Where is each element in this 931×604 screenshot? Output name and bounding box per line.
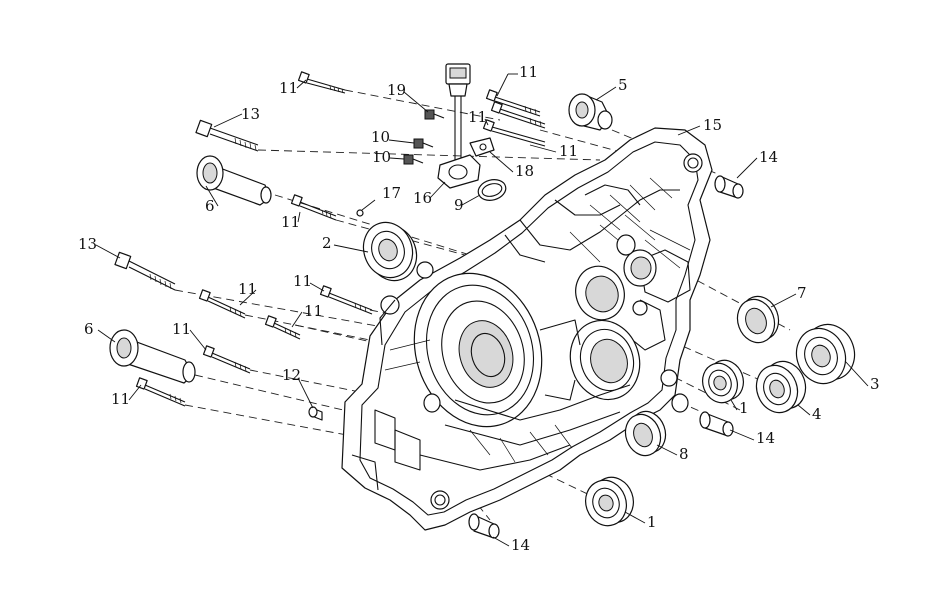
dowel-14-b	[699, 411, 734, 437]
bearing-1-b	[585, 476, 634, 527]
callout-3-27: 3	[870, 375, 880, 393]
callout-11-9: 11	[559, 142, 578, 160]
callout-14-10: 14	[759, 148, 778, 166]
bearings	[362, 221, 856, 527]
dowel-12	[308, 406, 323, 421]
callout-11-25: 11	[172, 320, 191, 338]
bolt-11-e	[319, 285, 373, 315]
callout-11-3: 11	[519, 63, 538, 81]
sensor-assembly	[356, 63, 507, 217]
callout-13-5: 13	[241, 105, 260, 123]
callout-6-24: 6	[84, 320, 94, 338]
callout-9-15: 9	[454, 196, 464, 214]
callout-15-7: 15	[703, 116, 722, 134]
callout-19-2: 19	[387, 81, 406, 99]
callout-17-13: 17	[382, 184, 401, 202]
leader-lines	[95, 73, 869, 547]
callout-11-17: 11	[281, 213, 300, 231]
callout-8-32: 8	[679, 445, 689, 463]
bolt-11-g	[135, 377, 186, 407]
callout-13-19: 13	[78, 235, 97, 253]
callout-12-26: 12	[282, 366, 301, 384]
bolt-11-c	[198, 289, 246, 319]
sleeve-5	[568, 93, 613, 131]
bolt-11-d	[264, 315, 301, 340]
dowel-14-a	[714, 175, 744, 199]
callout-1-33: 1	[647, 513, 657, 531]
seal-8	[624, 410, 667, 457]
callout-5-4: 5	[618, 76, 628, 94]
bolt-13-b	[114, 251, 176, 291]
callout-2-18: 2	[322, 234, 332, 252]
callout-1-29: 1	[739, 399, 749, 417]
bearing-4	[755, 360, 807, 414]
sleeve-6-b	[109, 329, 196, 384]
callout-10-11: 10	[372, 148, 391, 166]
crankcase-housing	[341, 127, 713, 531]
bolt-11-h	[485, 89, 541, 117]
callout-4-30: 4	[812, 405, 822, 423]
callout-14-34: 14	[511, 536, 530, 554]
bolt-11-a	[297, 71, 346, 94]
screw-19	[424, 109, 445, 120]
screws	[403, 109, 445, 165]
bolts	[114, 71, 546, 407]
callout-11-21: 11	[238, 280, 257, 298]
screw-10-b	[403, 154, 424, 165]
callout-14-31: 14	[756, 429, 775, 447]
bolt-11-f	[202, 345, 251, 374]
callout-7-22: 7	[797, 284, 807, 302]
bolt-11-b	[290, 194, 337, 221]
callout-10-8: 10	[371, 128, 390, 146]
callout-11-23: 11	[304, 302, 323, 320]
dowel-14-c	[468, 513, 500, 539]
callout-11-20: 11	[293, 272, 312, 290]
bearing-1-a	[702, 359, 744, 404]
bolt-11-j	[482, 119, 546, 147]
bearing-3	[795, 323, 856, 385]
seal-7	[736, 295, 780, 344]
screw-10-a	[413, 138, 434, 149]
sleeve-6-a	[196, 155, 272, 206]
callout-6-16: 6	[205, 197, 215, 215]
bearing-2	[362, 221, 418, 282]
callout-11-1: 11	[279, 79, 298, 97]
callout-16-14: 16	[413, 189, 432, 207]
bolt-13-a	[195, 119, 259, 152]
callout-11-28: 11	[111, 390, 130, 408]
callout-18-12: 18	[515, 162, 534, 180]
bolt-11-i	[490, 101, 546, 129]
callout-11-6: 11	[468, 108, 487, 126]
sleeves	[109, 93, 744, 539]
